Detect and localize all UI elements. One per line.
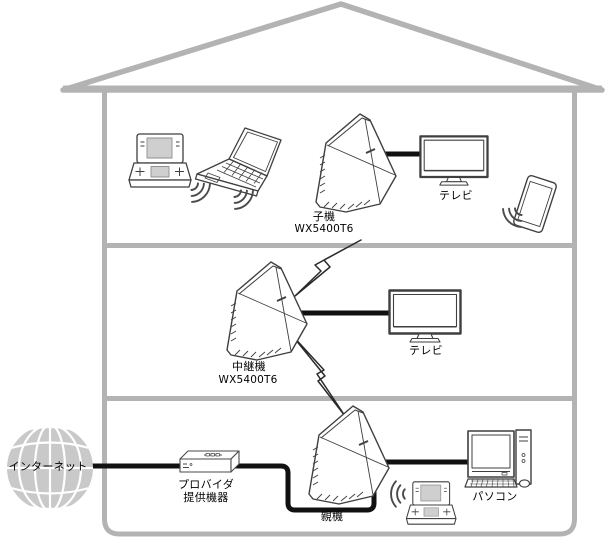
provider-label-line1: プロバイダ — [177, 478, 235, 491]
relay-router-icon — [226, 261, 308, 361]
parent-router-label: 親機 — [320, 510, 344, 523]
house — [60, 1, 605, 537]
provider-modem-icon — [179, 450, 240, 473]
tv-top-icon — [419, 135, 489, 187]
child-router-model: WX5400T6 — [294, 223, 354, 235]
internet-globe-icon — [7, 423, 93, 513]
wireless-link-bolt-bottom — [290, 333, 346, 417]
relay-router-label: 中継機 — [232, 360, 266, 373]
pc-label: パソコン — [472, 490, 518, 503]
tv-middle-icon — [388, 289, 462, 344]
house-walls — [102, 88, 577, 537]
desktop-pc-icon — [464, 429, 532, 488]
roof — [60, 1, 605, 93]
child-router-label: 子機 — [312, 210, 336, 223]
relay-router-model: WX5400T6 — [218, 374, 278, 386]
provider-label-line2: 提供機器 — [183, 490, 229, 504]
tv-middle-label: テレビ — [409, 344, 443, 357]
tv-top-label: テレビ — [439, 189, 473, 202]
internet-label: インターネット — [8, 460, 88, 473]
wireless-link-bolt-top — [294, 239, 362, 297]
laptop-icon — [194, 127, 282, 197]
smartphone-icon — [513, 174, 557, 234]
child-router-icon — [315, 113, 397, 213]
handheld-game-top-icon — [128, 133, 192, 188]
wifi-waves-handheld-bottom-icon — [390, 480, 406, 508]
wan-cable — [86, 463, 377, 513]
handheld-game-bottom-icon — [405, 481, 457, 525]
parent-router-icon — [308, 405, 390, 505]
